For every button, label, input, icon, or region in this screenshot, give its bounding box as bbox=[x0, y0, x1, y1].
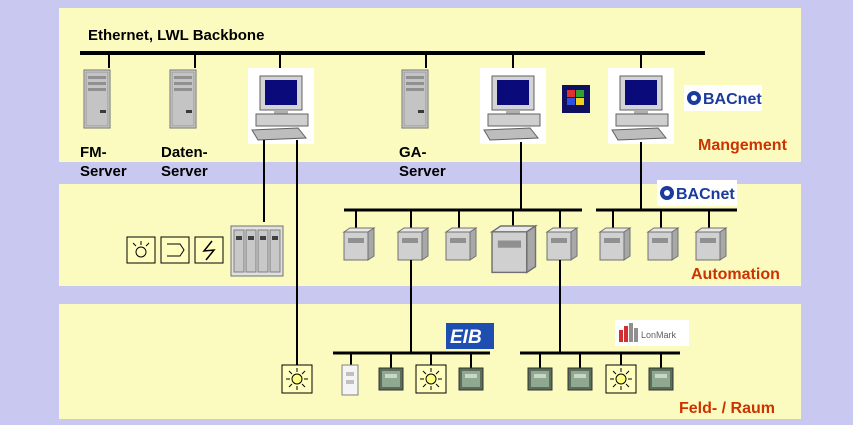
svg-text:LonMark: LonMark bbox=[641, 330, 677, 340]
ga-server-label-line2: Server bbox=[399, 163, 446, 180]
wall-switch-icon bbox=[341, 364, 359, 396]
daten-server-label-line2: Server bbox=[161, 163, 208, 180]
fm-server-label-line1: FM- bbox=[80, 144, 107, 161]
ga-server-icon bbox=[401, 69, 429, 129]
controller-icon bbox=[445, 227, 477, 261]
automation-layer-label: Automation bbox=[691, 266, 780, 283]
switch-symbol-icon bbox=[194, 236, 224, 264]
field-device-icon bbox=[378, 367, 404, 391]
workstation-icon bbox=[247, 67, 315, 145]
ga-server-label: GA- Server bbox=[399, 143, 446, 181]
daten-server-icon bbox=[169, 69, 197, 129]
backbone-label: Ethernet, LWL Backbone bbox=[88, 27, 265, 44]
ddc-rack-icon bbox=[230, 225, 284, 277]
sensor-symbol-icon bbox=[126, 236, 156, 264]
actuator-symbol-icon bbox=[160, 236, 190, 264]
eib-logo: EIB bbox=[446, 323, 494, 349]
controller-icon bbox=[695, 227, 727, 261]
lonmark-logo: LonMark bbox=[615, 320, 689, 346]
windows-nt-icon bbox=[562, 85, 590, 113]
controller-icon bbox=[343, 227, 375, 261]
fm-server-icon bbox=[83, 69, 111, 129]
controller-icon bbox=[647, 227, 679, 261]
bacnet-logo-top: BACnet bbox=[684, 85, 762, 111]
workstation-icon bbox=[479, 67, 547, 145]
svg-text:BACnet: BACnet bbox=[676, 186, 735, 203]
controller-icon bbox=[491, 225, 537, 274]
field-device-icon bbox=[567, 367, 593, 391]
field-device-icon bbox=[458, 367, 484, 391]
lamp-icon bbox=[281, 364, 313, 394]
daten-server-label-line1: Daten- bbox=[161, 144, 208, 161]
ga-server-label-line1: GA- bbox=[399, 144, 427, 161]
svg-text:EIB: EIB bbox=[450, 327, 482, 348]
workstation-icon bbox=[607, 67, 675, 145]
svg-text:BACnet: BACnet bbox=[703, 91, 762, 108]
field-layer-label: Feld- / Raum bbox=[679, 400, 776, 417]
bacnet-logo-mid: BACnet bbox=[657, 180, 737, 206]
field-device-icon bbox=[648, 367, 674, 391]
fm-server-label-line2: Server bbox=[80, 163, 127, 180]
management-layer-label: Mangement bbox=[698, 137, 787, 154]
fm-server-label: FM- Server bbox=[80, 143, 127, 181]
lamp-icon bbox=[605, 364, 637, 394]
daten-server-label: Daten- Server bbox=[161, 143, 208, 181]
controller-icon bbox=[599, 227, 631, 261]
lamp-icon bbox=[415, 364, 447, 394]
field-device-icon bbox=[527, 367, 553, 391]
controller-icon bbox=[397, 227, 429, 261]
controller-icon bbox=[546, 227, 578, 261]
